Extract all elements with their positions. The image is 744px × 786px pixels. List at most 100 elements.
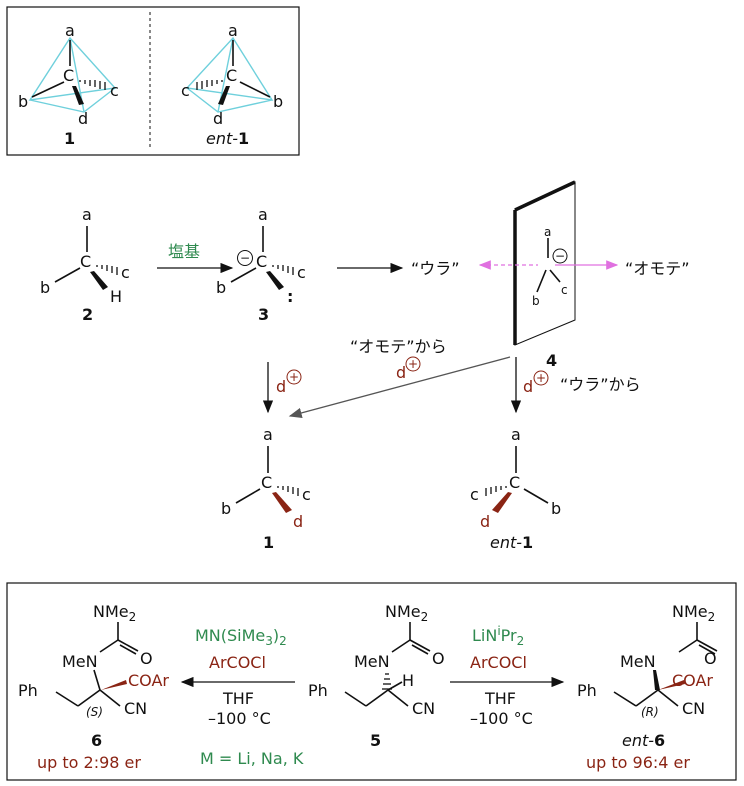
top-box <box>6 6 300 156</box>
label-3: 3 <box>258 305 269 324</box>
atom-h: H <box>110 287 122 306</box>
arrow-4-to-1 <box>288 356 511 418</box>
svg-text:+: + <box>289 370 299 384</box>
oxygen-label: O <box>432 649 445 668</box>
left-solvent: THF <box>222 689 254 708</box>
men-label: MeN <box>62 652 98 671</box>
ph-label: Ph <box>18 681 38 700</box>
label-1: 1 <box>64 129 75 148</box>
ph-label: Ph <box>577 681 597 700</box>
atom-b: b <box>532 294 540 308</box>
label-ent-1: ent-1 <box>490 533 533 552</box>
nme2-label: NMe2 <box>385 602 428 624</box>
coar-label: COAr <box>672 671 713 690</box>
right-solvent: THF <box>484 689 516 708</box>
atom-a: a <box>82 205 92 224</box>
atom-center: C <box>80 252 91 271</box>
atom-center: C <box>63 66 74 85</box>
svg-text:d: d <box>276 377 286 396</box>
ura-label: “ウラ” <box>411 259 460 278</box>
label-4: 4 <box>546 351 557 370</box>
atom-a: a <box>258 205 268 224</box>
d-plus-mid: d + <box>396 356 421 382</box>
stereo-s: (S) <box>86 705 103 719</box>
left-temp: –100 °C <box>208 709 271 728</box>
left-reagent-1: MN(SiMe3)2 <box>195 626 287 648</box>
cn-label: CN <box>682 699 705 718</box>
atom-b: b <box>551 499 561 518</box>
ph-label: Ph <box>308 681 328 700</box>
base-label: 塩基 <box>168 242 200 261</box>
atom-center: C <box>261 473 272 492</box>
label-1: 1 <box>263 533 274 552</box>
svg-text:+: + <box>536 371 546 385</box>
oxygen-label: O <box>704 649 717 668</box>
atom-a: a <box>65 21 75 40</box>
compound-2: a C b c H 2 <box>40 205 130 324</box>
atom-a: a <box>544 225 551 239</box>
metal-note: M = Li, Na, K <box>200 749 304 768</box>
cn-label: CN <box>124 699 147 718</box>
label-5: 5 <box>370 731 381 750</box>
right-reagent-2: ArCOCl <box>470 653 527 672</box>
atom-d: d <box>213 109 223 128</box>
d-plus-left: d + <box>276 369 302 396</box>
compound-3: : − a C b c 3 <box>216 205 306 324</box>
atom-b: b <box>40 278 50 297</box>
atom-c: c <box>297 263 306 282</box>
compound-4: − a b c 4 <box>478 180 619 370</box>
right-temp: –100 °C <box>470 709 533 728</box>
atom-b: b <box>273 92 283 111</box>
atom-d: d <box>78 109 88 128</box>
atom-b: b <box>221 499 231 518</box>
svg-text:d: d <box>523 377 533 396</box>
bottom-box <box>6 582 737 781</box>
coar-label: COAr <box>128 671 169 690</box>
svg-text:d: d <box>396 363 406 382</box>
atom-c: c <box>302 485 311 504</box>
men-label: MeN <box>620 652 656 671</box>
er-6: up to 2:98 er <box>37 753 141 772</box>
atom-center: C <box>256 252 267 271</box>
atom-c: c <box>561 283 568 297</box>
omote-label: “オモテ” <box>625 259 690 278</box>
atom-b: b <box>18 92 28 111</box>
atom-d: d <box>480 512 490 531</box>
right-reagent-1: LiNiPr2 <box>472 624 524 648</box>
atom-c: c <box>181 81 190 100</box>
cn-label: CN <box>412 699 435 718</box>
nme2-label: NMe2 <box>672 602 715 624</box>
h-label: H <box>402 671 414 690</box>
compound-ent-1: a C c b d ent-1 <box>470 425 561 552</box>
atom-d: d <box>293 512 303 531</box>
compound-6: NMe2 O MeN COAr Ph CN (S) 6 up to 2:98 e… <box>18 602 169 772</box>
atom-a: a <box>511 425 521 444</box>
nme2-label: NMe2 <box>93 602 136 624</box>
compound-1: a C b c d 1 <box>221 425 311 552</box>
omote-from-label: “オモテ”から <box>350 337 447 356</box>
atom-c: c <box>121 263 130 282</box>
er-ent-6: up to 96:4 er <box>586 753 690 772</box>
atom-center: C <box>509 473 520 492</box>
atom-a: a <box>228 21 238 40</box>
atom-center: C <box>226 66 237 85</box>
left-reagent-2: ArCOCl <box>209 653 266 672</box>
svg-text:+: + <box>408 357 418 371</box>
label-2: 2 <box>82 305 93 324</box>
tetrahedron-ent-1: a C c b d ent-1 <box>181 21 283 148</box>
charge-minus: − <box>240 251 250 265</box>
d-plus-right: d + <box>523 370 549 396</box>
men-label: MeN <box>354 652 390 671</box>
label-6: 6 <box>91 731 102 750</box>
oxygen-label: O <box>140 649 153 668</box>
compound-ent-6: NMe2 O MeN COAr Ph CN (R) ent-6 up to 96… <box>577 602 718 772</box>
ura-from-label: “ウラ”から <box>560 375 641 394</box>
tetrahedron-1: a C b c d 1 <box>18 21 119 148</box>
atom-a: a <box>263 425 273 444</box>
lone-pair: : <box>287 287 293 306</box>
charge-minus: − <box>555 249 565 263</box>
compound-5: NMe2 O MeN H Ph CN 5 <box>308 602 445 750</box>
atom-c: c <box>470 485 479 504</box>
atom-c: c <box>110 81 119 100</box>
